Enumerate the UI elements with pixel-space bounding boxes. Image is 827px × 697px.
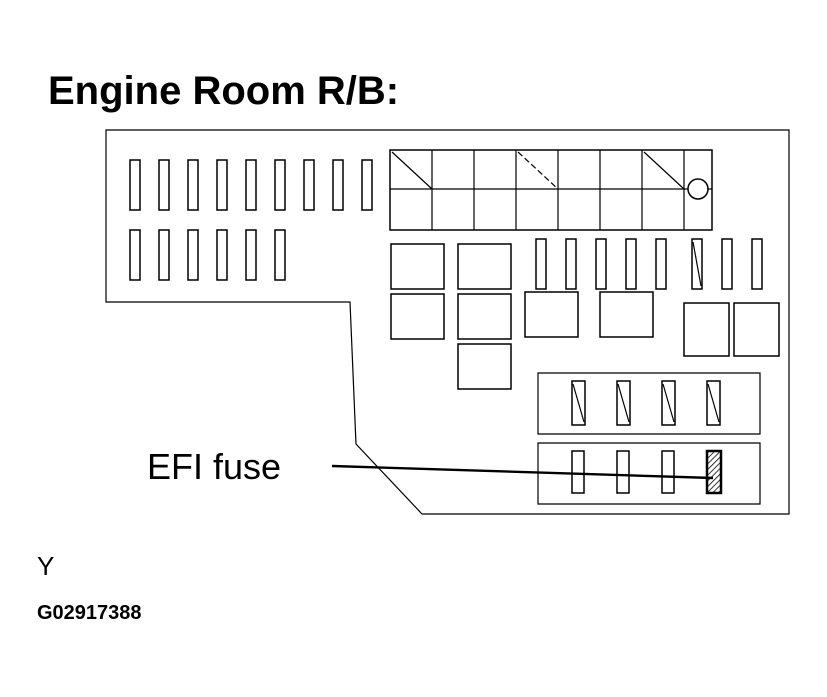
fuse — [616, 450, 630, 494]
fuse — [274, 159, 286, 211]
fuse — [625, 238, 637, 290]
diagram-title: Engine Room R/B: — [48, 69, 400, 113]
large-fuse-grid — [389, 149, 713, 231]
callout-leader-line — [331, 464, 714, 480]
fuse-panel-upper — [537, 372, 761, 435]
fuse — [661, 450, 675, 494]
fuse-panel-lower — [537, 442, 761, 505]
relay — [733, 302, 780, 357]
fuse — [129, 229, 141, 281]
fuse — [303, 159, 315, 211]
figure-code: G02917388 — [37, 602, 142, 624]
relay — [524, 291, 579, 338]
relay — [390, 243, 445, 290]
fuse — [245, 159, 257, 211]
fuse — [535, 238, 547, 290]
fuse — [245, 229, 257, 281]
fuse — [158, 159, 170, 211]
fuse-row-top-left — [129, 159, 373, 211]
relay — [599, 291, 654, 338]
relay — [457, 343, 512, 390]
fuse — [565, 238, 577, 290]
fuse — [721, 238, 733, 290]
efi-fuse — [705, 449, 723, 495]
fuse — [655, 238, 667, 290]
fuse — [361, 159, 373, 211]
fuse — [187, 159, 199, 211]
corner-letter: Y — [37, 551, 55, 581]
relay — [457, 243, 512, 290]
grid-circle — [687, 178, 709, 200]
efi-fuse-label: EFI fuse — [147, 446, 282, 487]
fuse — [332, 159, 344, 211]
relay-block-outline — [105, 129, 790, 515]
fuse — [274, 229, 286, 281]
fuse-slash — [517, 151, 559, 190]
relay — [457, 293, 512, 340]
fuse-slash — [391, 151, 433, 190]
fuse-row-second-left — [129, 229, 286, 281]
relay — [683, 302, 730, 357]
fuse-slash — [692, 241, 702, 287]
relay — [390, 293, 445, 340]
fuse — [129, 159, 141, 211]
fuse — [571, 450, 585, 494]
fuse-slash — [643, 151, 685, 190]
fuse — [158, 229, 170, 281]
fuse — [216, 159, 228, 211]
grid-frame — [389, 149, 713, 231]
fuse-row-mid-right — [535, 238, 763, 290]
fuse — [216, 229, 228, 281]
fuse — [595, 238, 607, 290]
fuse — [751, 238, 763, 290]
fuse — [187, 229, 199, 281]
relay-squares — [390, 243, 780, 390]
